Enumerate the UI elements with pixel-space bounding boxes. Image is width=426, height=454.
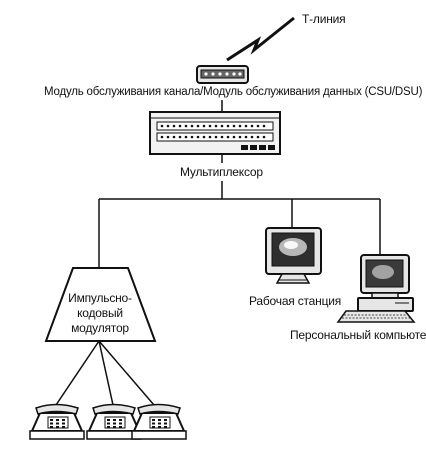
pcm-label-line-2: кодовый bbox=[77, 306, 123, 320]
phone-link-3 bbox=[98, 340, 155, 406]
workstation-monitor-icon bbox=[265, 227, 322, 284]
pcm-label-line-1: Импульсно- bbox=[68, 291, 132, 305]
t-line-label: Т-линия bbox=[302, 12, 346, 26]
telephone-icon bbox=[86, 403, 142, 440]
csu-dsu-device-icon bbox=[196, 65, 249, 84]
pc-label: Персональный компьютер bbox=[290, 328, 426, 342]
workstation-label: Рабочая станция bbox=[249, 294, 342, 308]
phone-link-1 bbox=[55, 340, 100, 406]
multiplexer-label: Мультиплексор bbox=[180, 165, 263, 179]
csu-dsu-label: Модуль обслуживания канала/Модуль обслуж… bbox=[44, 86, 423, 98]
telephone-icon bbox=[29, 403, 85, 440]
multiplexer-rack-icon bbox=[149, 111, 281, 155]
personal-computer-icon bbox=[336, 254, 416, 323]
phone-link-2 bbox=[98, 340, 114, 406]
telephone-icon bbox=[131, 403, 187, 440]
pcm-label-line-3: модулятор bbox=[71, 321, 129, 335]
lightning-bolt-icon bbox=[226, 16, 295, 62]
pcm-label: Импульсно- кодовый модулятор bbox=[58, 291, 142, 336]
pcm-trapezoid-icon bbox=[44, 267, 157, 342]
